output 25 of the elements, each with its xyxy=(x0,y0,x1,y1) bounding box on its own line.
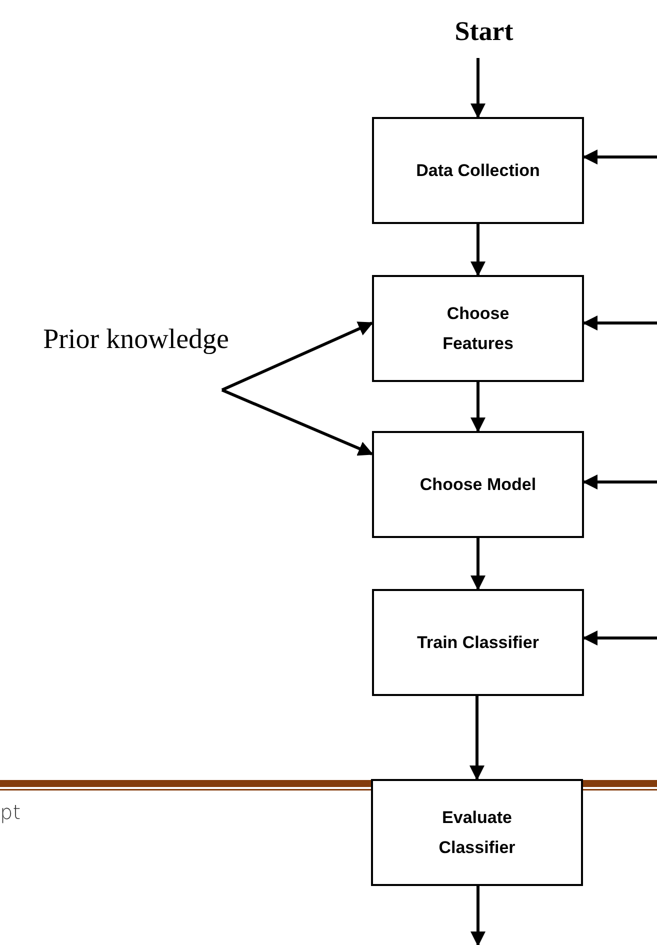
box-label: Train Classifier xyxy=(416,632,540,654)
arrow xyxy=(470,58,486,118)
start-label: Start xyxy=(454,16,514,46)
box-label: Data Collection xyxy=(415,160,541,182)
arrow xyxy=(221,388,374,456)
footer-text: pt xyxy=(0,800,21,824)
arrow xyxy=(582,150,657,164)
arrow xyxy=(470,886,486,945)
arrow xyxy=(470,224,486,276)
box-label: Choose Features xyxy=(442,302,514,354)
arrow xyxy=(221,322,374,392)
process-box xyxy=(371,779,583,886)
box-label: Evaluate Classifier xyxy=(438,806,516,858)
box-label: Choose Model xyxy=(418,474,538,496)
input-label: Prior knowledge xyxy=(43,324,229,356)
process-box xyxy=(372,589,584,696)
arrow xyxy=(470,382,486,432)
process-box xyxy=(372,431,584,538)
process-box xyxy=(372,117,584,224)
arrow xyxy=(582,474,657,490)
arrow xyxy=(470,538,486,590)
arrow xyxy=(470,696,484,780)
arrow xyxy=(582,630,657,646)
arrow xyxy=(582,316,657,330)
process-box xyxy=(372,275,584,382)
